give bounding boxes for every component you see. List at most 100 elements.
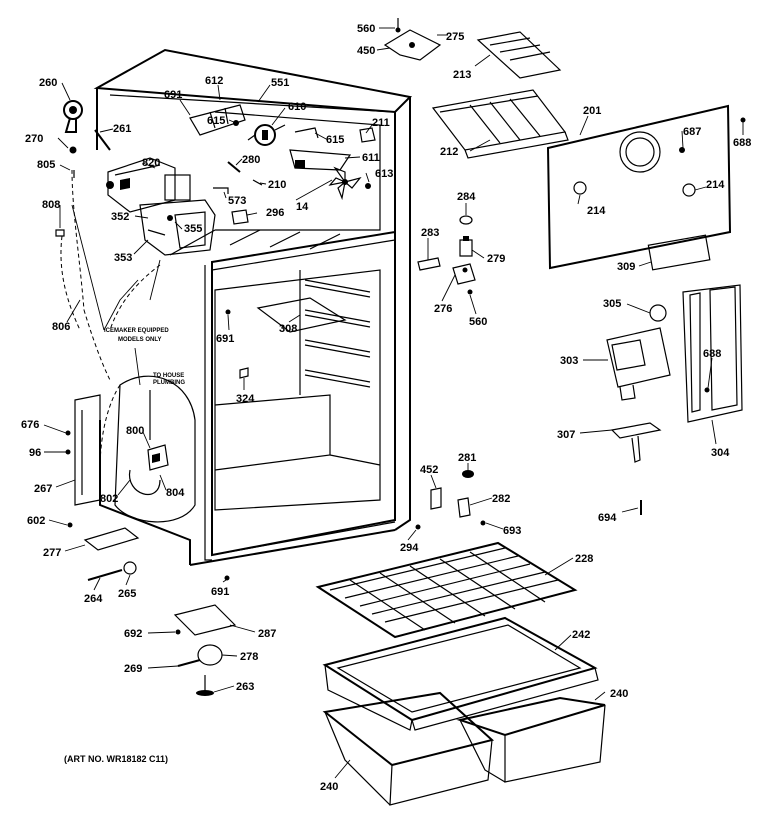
control-panel-201 [546, 104, 732, 270]
callout-281: 281 [458, 452, 476, 464]
callout-688b: 688 [703, 348, 721, 360]
clip-808 [55, 229, 65, 237]
part-282 [457, 497, 471, 518]
callout-806: 806 [52, 321, 70, 333]
callout-691c: 691 [211, 586, 229, 598]
callout-692: 692 [124, 628, 142, 640]
callout-808: 808 [42, 199, 60, 211]
callout-279: 279 [487, 253, 505, 265]
water-valve-260 [63, 100, 83, 133]
callout-260: 260 [39, 77, 57, 89]
leader-lines [43, 27, 744, 779]
callout-691a: 691 [164, 89, 182, 101]
callout-308: 308 [279, 323, 297, 335]
callout-214b: 214 [706, 179, 725, 191]
fan-blade-14 [328, 166, 362, 201]
callout-242: 242 [572, 629, 590, 641]
callout-560b: 560 [469, 316, 487, 328]
callout-450: 450 [357, 45, 375, 57]
screw-294 [415, 524, 421, 530]
callout-294: 294 [400, 542, 419, 554]
callout-800: 800 [126, 425, 144, 437]
ice-tray-213 [476, 31, 562, 79]
part-296 [231, 209, 249, 225]
leveling-parts [173, 604, 237, 696]
callout-688a: 688 [733, 137, 751, 149]
screw-96 [65, 449, 71, 455]
callout-284: 284 [457, 191, 476, 203]
bracket-615 [294, 127, 319, 139]
water-line-800 [129, 390, 169, 496]
callout-613: 613 [375, 168, 393, 180]
screw-676 [65, 430, 71, 436]
callout-210: 210 [268, 179, 286, 191]
tube-261 [94, 129, 111, 151]
callout-324: 324 [236, 393, 255, 405]
callout-211: 211 [372, 117, 390, 129]
damper-parts [417, 215, 476, 295]
label-309 [647, 234, 711, 271]
cabinet [93, 48, 413, 566]
freezer-shelf-212 [431, 89, 569, 159]
screw-210 [252, 179, 263, 186]
callout-305: 305 [603, 298, 621, 310]
screw-688a [740, 117, 746, 123]
rod-264 [87, 569, 123, 581]
callout-201: 201 [583, 105, 601, 117]
screw-613 [365, 183, 371, 189]
callout-labels: 560 275 450 213 260 270 261 805 691 612 … [21, 23, 751, 793]
callout-228: 228 [575, 553, 593, 565]
callout-264: 264 [84, 593, 103, 605]
part-281 [462, 470, 474, 478]
callout-275: 275 [446, 31, 464, 43]
callout-611: 611 [362, 152, 380, 164]
callout-355: 355 [184, 223, 202, 235]
part-324 [239, 367, 249, 379]
icemaker-assembly-820 [106, 157, 191, 213]
part-452 [430, 487, 442, 510]
part-211 [359, 127, 376, 143]
toe-plate-267 [74, 394, 101, 506]
icemaker-region [71, 169, 196, 523]
icemaker-note-line2: MODELS ONLY [118, 337, 161, 343]
shelf-rails [304, 279, 371, 388]
callout-802: 802 [100, 493, 118, 505]
callout-610: 610 [288, 101, 306, 113]
callout-265: 265 [118, 588, 136, 600]
bracket-450-275 [383, 18, 442, 61]
callout-691b: 691 [216, 333, 234, 345]
callout-276: 276 [434, 303, 452, 315]
air-duct-304 [682, 284, 743, 423]
callout-687: 687 [683, 126, 701, 138]
callout-269: 269 [124, 663, 142, 675]
callout-560a: 560 [357, 23, 375, 35]
callout-612: 612 [205, 75, 223, 87]
callout-267: 267 [34, 483, 52, 495]
notes: ICEMAKER EQUIPPED MODELS ONLY TO HOUSE P… [64, 328, 185, 764]
callout-212: 212 [440, 146, 458, 158]
callout-615b: 615 [326, 134, 344, 146]
roller-265 [123, 561, 137, 575]
wire-shelf-228 [315, 541, 578, 639]
crisper-drawer-240-left [322, 691, 495, 806]
callout-277: 277 [43, 547, 61, 559]
callout-303: 303 [560, 355, 578, 367]
callout-804: 804 [166, 487, 185, 499]
fan-shroud-611 [289, 149, 352, 171]
callout-283: 283 [421, 227, 439, 239]
screw-687 [679, 147, 685, 153]
part-305 [649, 304, 667, 322]
bracket-277 [83, 527, 140, 551]
tube-806 [60, 235, 81, 331]
callout-96: 96 [29, 447, 41, 459]
part-280 [227, 161, 241, 173]
callout-280: 280 [242, 154, 260, 166]
callout-602: 602 [27, 515, 45, 527]
ice-bin-352-355 [139, 199, 216, 256]
callout-353: 353 [114, 252, 132, 264]
callout-805: 805 [37, 159, 55, 171]
screw-691c [224, 575, 230, 581]
fan-motor-610 [247, 124, 286, 146]
callout-213: 213 [453, 69, 471, 81]
